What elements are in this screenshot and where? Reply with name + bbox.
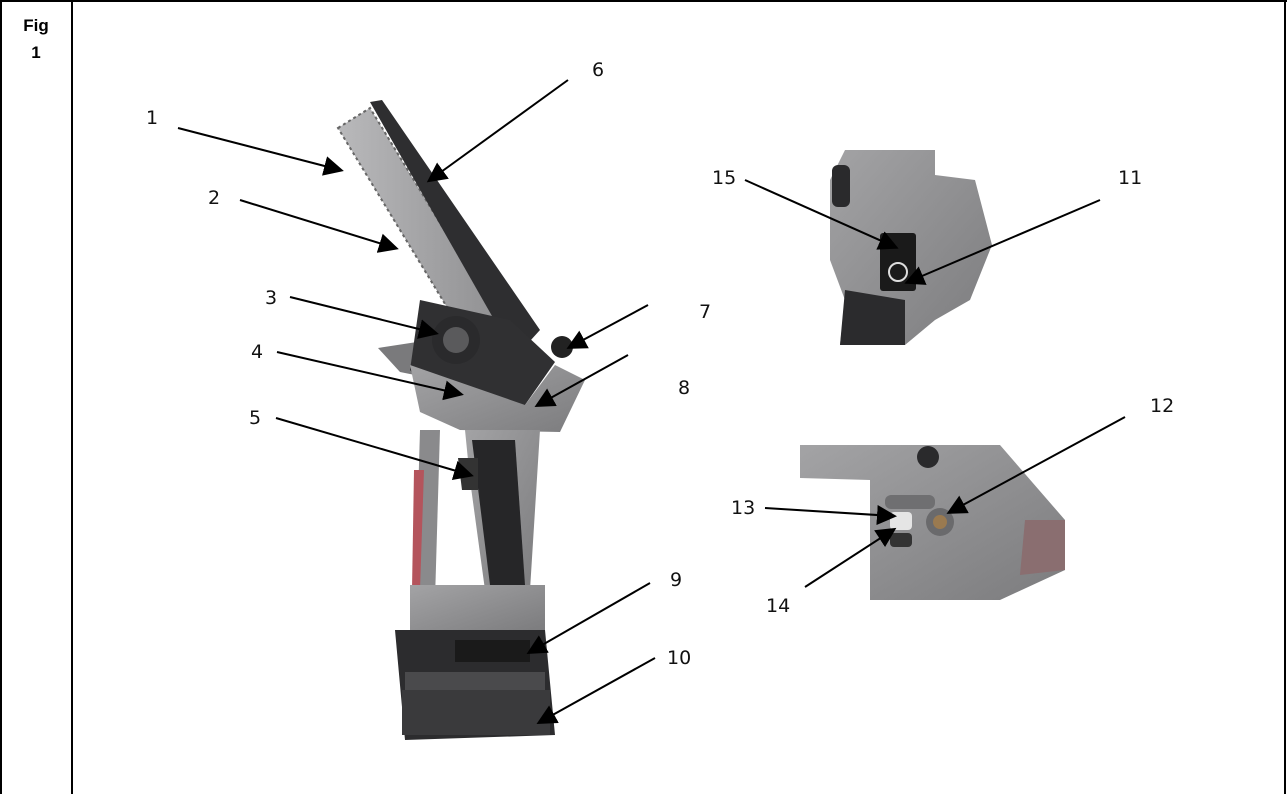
guide-bar-chain xyxy=(336,106,507,347)
leader-13 xyxy=(764,505,897,525)
figure-label-line1: Fig xyxy=(23,16,49,35)
left-border xyxy=(0,0,2,794)
column-divider xyxy=(71,0,73,794)
right-border xyxy=(1284,0,1286,794)
leader-3 xyxy=(289,296,439,339)
callout-14: 14 xyxy=(766,595,790,617)
handle-grip xyxy=(472,440,525,585)
leader-15 xyxy=(744,179,899,250)
detail-image-oil xyxy=(800,445,1065,600)
callout-4: 4 xyxy=(251,341,263,363)
chainsaw-main-image xyxy=(336,100,585,740)
blade-cover xyxy=(370,100,540,352)
leader-5 xyxy=(275,417,474,481)
leader-9 xyxy=(526,582,651,654)
battery-indicator xyxy=(455,640,530,662)
leader-2 xyxy=(239,199,399,253)
callout-labels: 1 2 3 4 5 6 7 8 9 10 11 12 13 14 15 xyxy=(146,59,1174,669)
callout-13: 13 xyxy=(731,497,755,519)
battery-mount xyxy=(410,585,545,630)
leader-6 xyxy=(426,79,569,183)
callout-6: 6 xyxy=(592,59,604,81)
leader-4 xyxy=(276,351,464,401)
callout-11: 11 xyxy=(1118,167,1142,189)
leader-7 xyxy=(566,304,649,349)
leader-10 xyxy=(536,657,656,724)
leader-8 xyxy=(534,354,629,407)
detail-image-switch xyxy=(830,150,992,345)
figure-label: Fig 1 xyxy=(4,12,68,66)
leader-1 xyxy=(177,127,344,176)
callout-8: 8 xyxy=(678,377,690,399)
callout-3: 3 xyxy=(265,287,277,309)
callout-5: 5 xyxy=(249,407,261,429)
callout-10: 10 xyxy=(667,647,691,669)
leader-lines xyxy=(177,79,1126,724)
leader-11 xyxy=(904,199,1101,285)
callout-9: 9 xyxy=(670,569,682,591)
callout-7: 7 xyxy=(699,301,711,323)
leader-14 xyxy=(804,527,897,588)
figure-label-line2: 1 xyxy=(31,43,41,62)
leader-12 xyxy=(946,416,1126,514)
callout-15: 15 xyxy=(712,167,736,189)
callout-12: 12 xyxy=(1150,395,1174,417)
callout-1: 1 xyxy=(146,107,158,129)
callout-2: 2 xyxy=(208,187,220,209)
top-border xyxy=(0,0,1287,2)
